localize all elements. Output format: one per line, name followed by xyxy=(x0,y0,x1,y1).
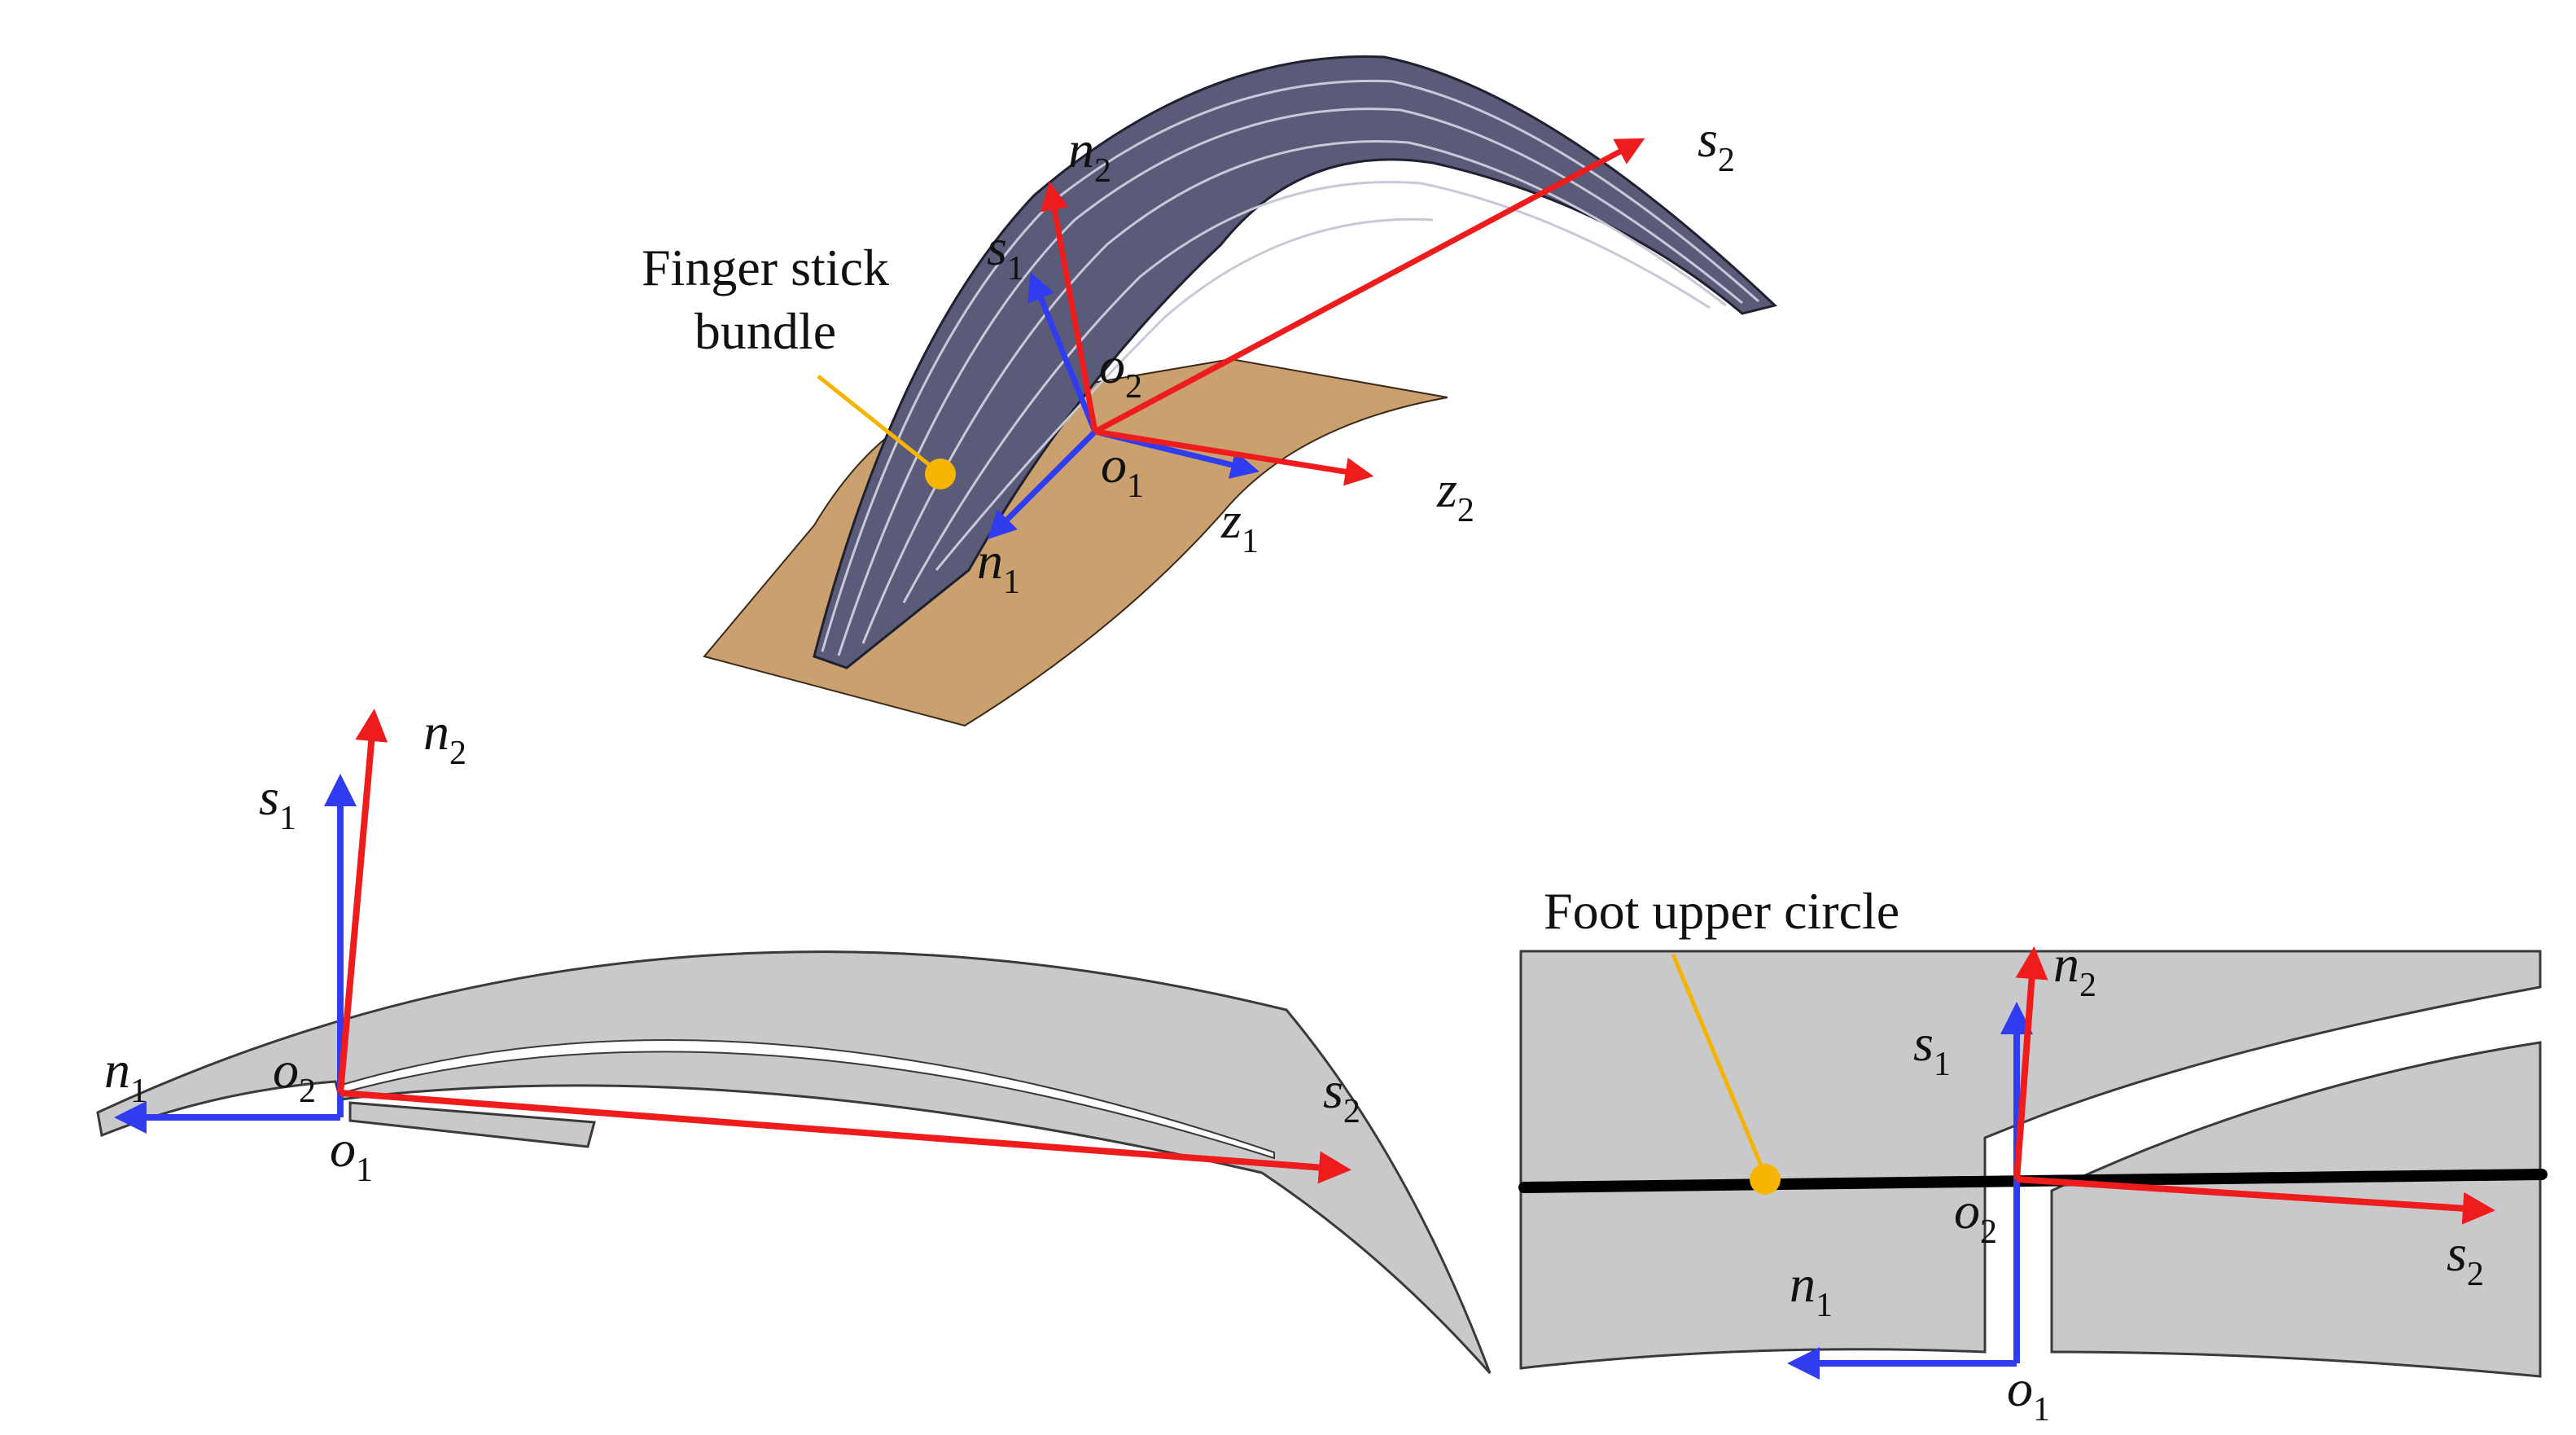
detail-label-o1: o1 xyxy=(2007,1359,2050,1428)
bundle-annotation-line1: Finger stick xyxy=(642,239,889,296)
side-label-n1: n1 xyxy=(104,1041,147,1110)
top-n2-axis xyxy=(1040,181,1098,432)
top-label-o2: o2 xyxy=(1099,336,1142,406)
foot-circle-leader-dot xyxy=(1750,1164,1781,1195)
side-n2-axis xyxy=(337,709,388,1094)
detail-label-o2: o2 xyxy=(1954,1182,1997,1251)
bundle-annotation-line2: bundle xyxy=(694,302,836,360)
top-label-n2: n2 xyxy=(1068,121,1111,190)
top-label-n1: n1 xyxy=(977,532,1020,601)
side-label-o1: o1 xyxy=(330,1120,373,1189)
side-s2-axis xyxy=(340,1090,1352,1184)
top-label-s1: s1 xyxy=(987,218,1024,287)
side-foot xyxy=(348,1101,596,1148)
top-label-s2: s2 xyxy=(1698,110,1735,179)
detail-label-s2: s2 xyxy=(2447,1224,2484,1293)
foot-circle-annotation: Foot upper circle xyxy=(1544,882,1899,940)
detail-s2-axis xyxy=(2016,1176,2495,1225)
detail-left-block xyxy=(1519,950,2542,1370)
top-label-o1: o1 xyxy=(1101,436,1144,505)
side-inner-gap xyxy=(341,1039,1275,1160)
detail-label-n1: n1 xyxy=(1790,1255,1833,1324)
side-label-o2: o2 xyxy=(273,1041,316,1110)
top-label-z2: z2 xyxy=(1436,460,1474,529)
foot-circle-leader-line xyxy=(1671,954,1768,1176)
top-s2-axis xyxy=(1093,138,1645,435)
side-label-n2: n2 xyxy=(423,703,467,772)
top-z2-axis xyxy=(1094,428,1374,486)
bundle-leader-line xyxy=(817,375,940,474)
detail-right-block xyxy=(2050,1041,2542,1378)
top-view: Finger stick bundle n2 s1 s2 o2 o1 z1 z2… xyxy=(642,55,1778,727)
top-s1-axis xyxy=(1027,271,1098,433)
detail-label-n2: n2 xyxy=(2053,935,2096,1004)
detail-view: Foot upper circle n2 s1 o2 s2 n1 o1 xyxy=(1518,882,2548,1428)
detail-label-s1: s1 xyxy=(1913,1014,1951,1083)
side-label-s1: s1 xyxy=(259,768,296,837)
top-label-z1: z1 xyxy=(1220,491,1259,560)
detail-n2-axis xyxy=(2013,946,2048,1180)
top-n1-axis xyxy=(987,429,1097,540)
side-label-s2: s2 xyxy=(1323,1061,1360,1130)
bundle-leader-dot xyxy=(925,459,956,489)
side-view: n2 s1 n1 o2 o1 s2 xyxy=(96,703,1492,1374)
base-plate xyxy=(703,358,1448,727)
